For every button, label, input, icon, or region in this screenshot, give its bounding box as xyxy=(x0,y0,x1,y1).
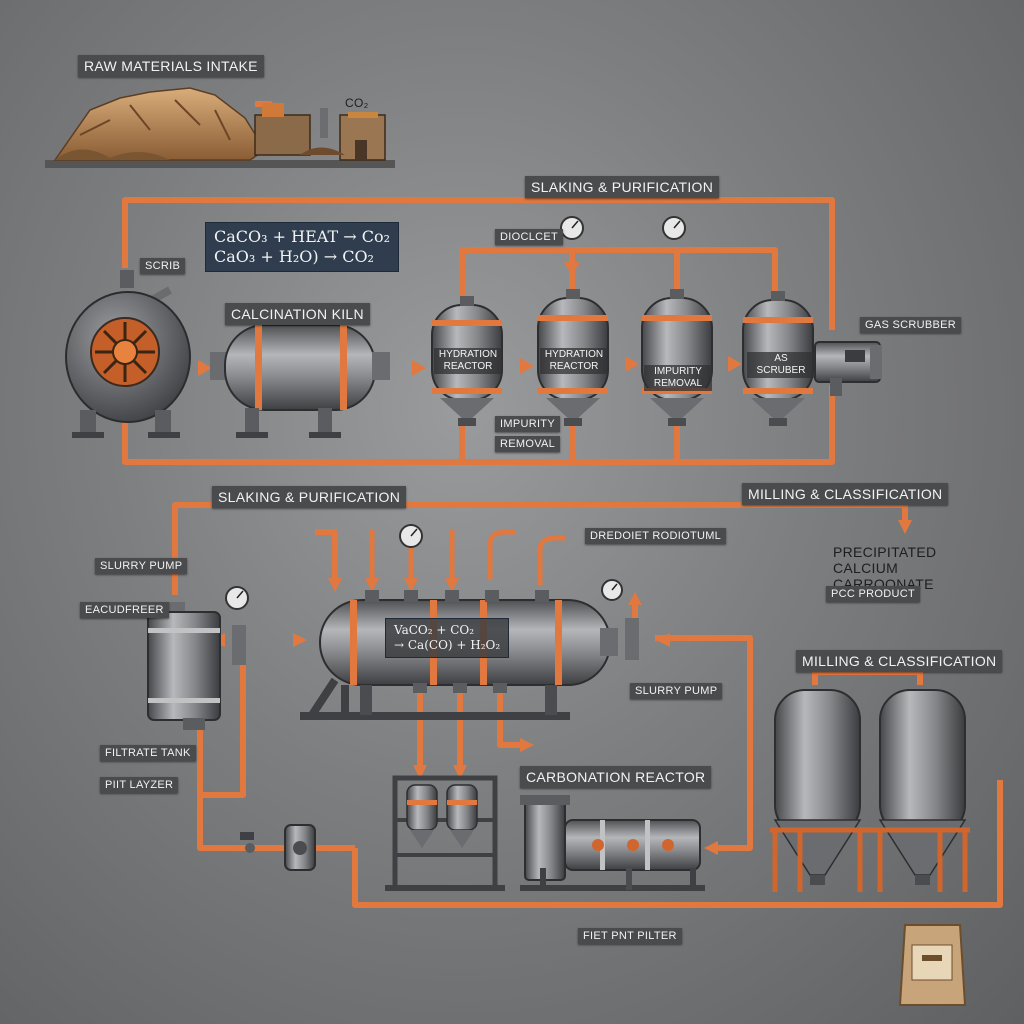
eacudfreer-label: EACUDFREER xyxy=(80,602,169,618)
dredoiet-rodiotuml-label: DREDOIET RODIOTUML xyxy=(585,528,727,544)
slurry-pump-left-label: SLURRY PUMP xyxy=(95,558,188,574)
equation-line-2: CaO₃ + H₂O) → CO₂ xyxy=(214,247,374,266)
scrubber-vessel-label: AS SCRUBER xyxy=(747,352,815,378)
slaking-purification-mid-label: SLAKING & PURIFICATION xyxy=(212,486,407,508)
pressure-gauges xyxy=(225,216,686,610)
calcination-equation: CaCO₃ + HEAT → Co₂ CaO₃ + H₂O) → CO₂ xyxy=(205,222,399,272)
pipe-pump-line xyxy=(197,795,355,851)
co2-stack-label: CO₂ xyxy=(345,96,369,110)
pipe-feed-1 xyxy=(315,529,338,585)
carbonation-reactor-label: CARBONATION REACTOR xyxy=(520,766,712,788)
carbonation-equation: VaCO₂ + CO₂ → Ca(CO) + H₂O₂ xyxy=(385,618,510,658)
impurity-removal-label: IMPURITY REMOVAL xyxy=(644,365,712,391)
pipe-mid-loop xyxy=(172,502,908,595)
raw-materials-intake-label: RAW MATERIALS INTAKE xyxy=(78,55,264,77)
milling-classification-mid-label: MILLING & CLASSIFICATION xyxy=(742,483,949,505)
impurity-label: IMPURITY xyxy=(495,416,560,432)
pipe-manifold-top xyxy=(459,247,778,300)
pipe-bottom-return xyxy=(122,385,835,465)
pipe-silo-top xyxy=(812,669,923,685)
impurity-removal-vessel xyxy=(641,289,713,426)
carbonation-equation-line-1: VaCO₂ + CO₂ xyxy=(394,623,475,637)
pipe-slurry-right xyxy=(655,635,753,851)
slurry-pump-bottom xyxy=(240,824,316,871)
hydration-reactor-2-label: HYDRATION REACTOR xyxy=(540,348,608,374)
pipe-reactor-down xyxy=(417,690,525,770)
pipe-top-loop xyxy=(122,197,835,330)
removal-label: REMOVAL xyxy=(495,436,561,452)
piit-layzer-label: PIIT LAYZER xyxy=(100,777,179,793)
feed-pipes xyxy=(369,529,565,585)
scrib-label: SCRIB xyxy=(140,258,186,274)
drum-filter xyxy=(520,795,705,891)
pipe-filtrate xyxy=(197,640,246,798)
carbonation-equation-line-2: → Ca(CO) + H₂O₂ xyxy=(394,638,501,652)
equation-line-1: CaCO₃ + HEAT → Co₂ xyxy=(214,227,390,246)
hydration-reactor-1-label: HYDRATION REACTOR xyxy=(434,348,502,374)
product-silos xyxy=(770,689,970,892)
pipe-bottom-loop xyxy=(352,780,1003,908)
calcination-kiln-label: CALCINATION KILN xyxy=(225,303,370,325)
flow-arrows xyxy=(198,262,912,855)
twin-filter-frame xyxy=(385,775,505,891)
pcc-product-label: PCC PRODUCT xyxy=(826,586,920,602)
fiet-pnt-pilter-label: FIET PNT PILTER xyxy=(578,928,682,944)
rotary-kiln xyxy=(65,270,191,438)
gas-scrubber-unit xyxy=(814,341,882,396)
pipe-manifold-bottom xyxy=(459,425,680,462)
pcc-product-bag xyxy=(898,924,967,1006)
milling-classification-right-label: MILLING & CLASSIFICATION xyxy=(796,650,1003,672)
slaking-purification-top-label: SLAKING & PURIFICATION xyxy=(525,176,720,198)
raw-materials-pile xyxy=(45,87,395,168)
filtrate-tank-label: FILTRATE TANK xyxy=(100,745,196,761)
calcination-kiln-vessel xyxy=(210,324,390,438)
dioclet-label: DIOCLCET xyxy=(495,229,564,245)
filter-vessel-left xyxy=(147,602,246,730)
slurry-pump-mid-label: SLURRY PUMP xyxy=(630,683,723,699)
gas-scrubber-label: GAS SCRUBBER xyxy=(860,317,962,333)
